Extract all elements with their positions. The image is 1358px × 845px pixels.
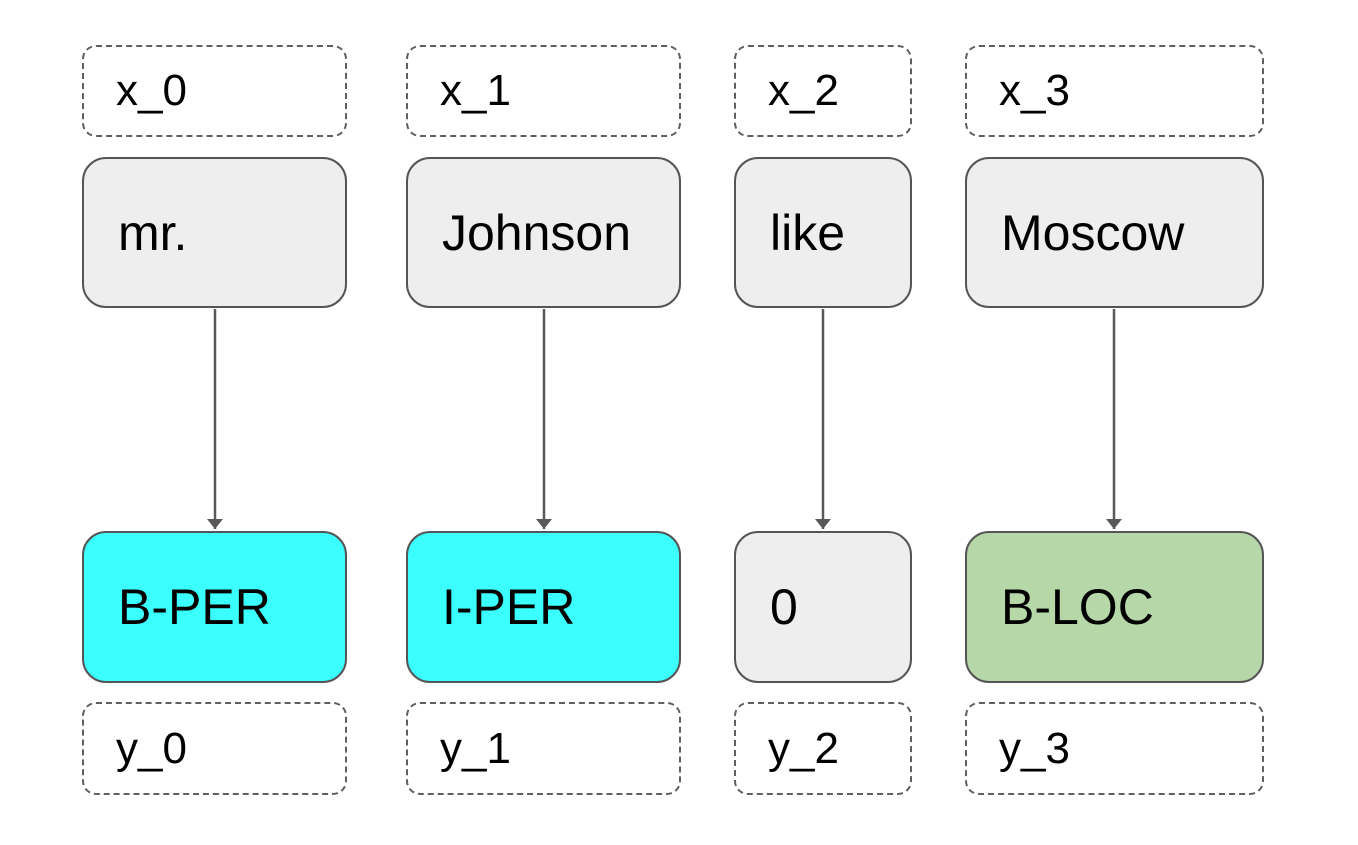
input-variable-label: x_1 <box>440 66 511 115</box>
input-variable-x1: x_1 <box>406 45 681 137</box>
token-label: Johnson <box>442 204 632 261</box>
tag-label: I-PER <box>442 579 576 635</box>
tag-box-i-per: I-PER <box>406 531 681 683</box>
output-variable-y2: y_2 <box>734 702 912 795</box>
input-variable-label: x_3 <box>999 66 1070 115</box>
tag-box-b-loc: B-LOC <box>965 531 1264 683</box>
token-box-moscow: Moscow <box>965 157 1264 308</box>
output-variable-y3: y_3 <box>965 702 1264 795</box>
output-variable-y1: y_1 <box>406 702 681 795</box>
input-variable-label: x_0 <box>116 66 187 115</box>
input-variable-x0: x_0 <box>82 45 347 137</box>
token-label: Moscow <box>1001 204 1185 261</box>
token-label: like <box>770 204 846 261</box>
input-variable-label: x_2 <box>768 66 839 115</box>
token-box-mr: mr. <box>82 157 347 308</box>
tag-label: B-PER <box>118 579 271 635</box>
token-box-johnson: Johnson <box>406 157 681 308</box>
output-variable-label: y_1 <box>440 723 511 773</box>
input-variable-x2: x_2 <box>734 45 912 137</box>
token-label: mr. <box>118 204 188 261</box>
token-box-like: like <box>734 157 912 308</box>
tag-label: B-LOC <box>1001 579 1154 635</box>
output-variable-y0: y_0 <box>82 702 347 795</box>
tag-label: 0 <box>770 579 798 635</box>
tag-box-b-per: B-PER <box>82 531 347 683</box>
tag-box-other: 0 <box>734 531 912 683</box>
output-variable-label: y_2 <box>768 723 839 773</box>
output-variable-label: y_3 <box>999 723 1070 773</box>
output-variable-label: y_0 <box>116 723 187 773</box>
input-variable-x3: x_3 <box>965 45 1264 137</box>
